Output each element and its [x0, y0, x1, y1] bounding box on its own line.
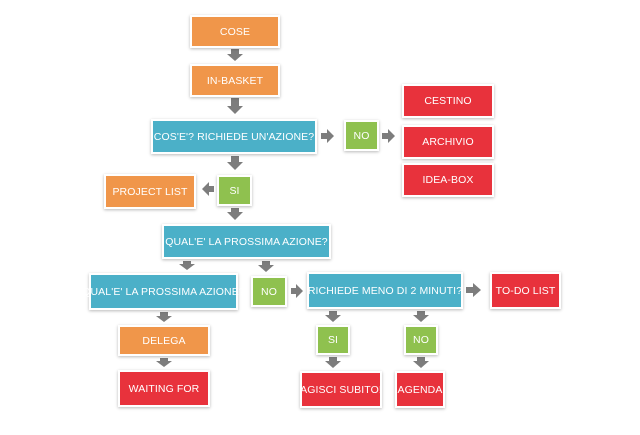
arrow-richiede-to-todo [466, 283, 481, 297]
arrow-richiede-to-si [325, 311, 341, 322]
arrow-delega-to-waiting [156, 358, 172, 367]
node-si-azione: SI [217, 175, 252, 206]
node-richiede-meno-2-minuti: RICHIEDE MENO DI 2 MINUTI? [307, 272, 463, 309]
arrow-prossima2-to-delega [156, 312, 172, 322]
node-agisci-subito: AGISCI SUBITO! [300, 371, 382, 408]
node-cestino: CESTINO [402, 84, 494, 118]
node-waiting-for: WAITING FOR [118, 370, 210, 407]
arrow-prossima-to-prossima2 [179, 261, 195, 270]
node-no-2-minuti: NO [404, 325, 438, 355]
arrow-si-to-projectlist [202, 182, 214, 196]
node-no-azione: NO [344, 120, 379, 151]
arrow-si-to-prossima [227, 208, 243, 220]
arrow-prossima-to-no [258, 261, 274, 272]
node-agenda: AGENDA [395, 371, 445, 408]
arrow-question-to-no [321, 129, 334, 143]
node-no-prossima: NO [251, 276, 287, 307]
arrow-richiede-to-no [413, 311, 429, 322]
node-in-basket: IN-BASKET [190, 64, 280, 97]
arrow-inbasket-to-question [227, 98, 243, 114]
arrow-no-to-agenda [413, 357, 429, 368]
arrow-no-to-archivio [382, 129, 395, 143]
node-project-list: PROJECT LIST [104, 174, 196, 209]
node-prossima-azione: QUAL'E' LA PROSSIMA AZIONE? [162, 224, 331, 259]
node-cose: COSE [190, 15, 280, 48]
node-archivio: ARCHIVIO [402, 125, 494, 159]
node-delega: DELEGA [118, 325, 210, 356]
node-cosa-richiede-azione: COS'E'? RICHIEDE UN'AZIONE? [151, 119, 317, 154]
node-idea-box: IDEA-BOX [402, 163, 494, 197]
arrow-no-to-richiede [291, 284, 303, 298]
node-prossima-azione-delega: QUAL'E' LA PROSSIMA AZIONE? [82, 273, 245, 310]
arrow-question-to-si [227, 156, 243, 170]
arrow-cose-to-inbasket [227, 49, 243, 61]
node-si-2-minuti: SI [316, 325, 350, 355]
node-to-do-list: TO-DO LIST [490, 272, 561, 309]
arrow-si-to-agisci [325, 357, 341, 368]
